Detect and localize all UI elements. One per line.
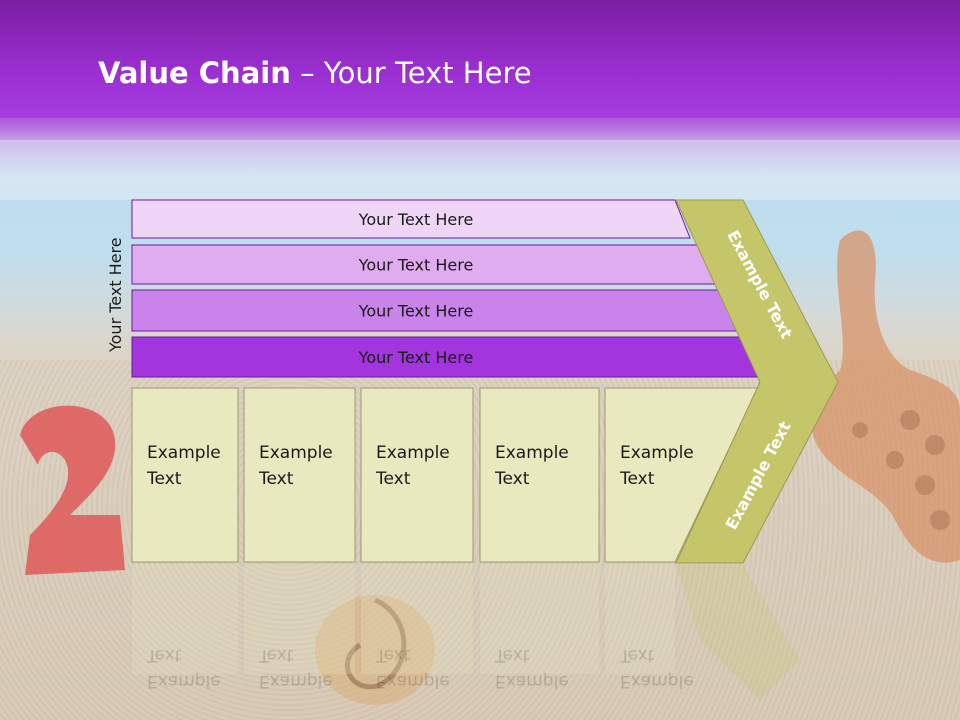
column-5 xyxy=(604,387,759,563)
bar-1 xyxy=(131,199,691,239)
chevron-arrow xyxy=(675,199,839,564)
seashell-decoration xyxy=(315,595,435,705)
column-4 xyxy=(479,387,600,563)
slide-title-rest: – Your Text Here xyxy=(290,56,532,90)
starfish-decoration xyxy=(811,230,960,563)
bar-2-label: Your Text Here xyxy=(358,256,474,275)
column-2 xyxy=(243,387,356,563)
column-5-reflection xyxy=(605,564,675,674)
bar-1-label: Your Text Here xyxy=(358,210,474,229)
column-1-reflection xyxy=(132,564,238,674)
bar-4-label: Your Text Here xyxy=(358,348,474,367)
bar-3-label: Your Text Here xyxy=(358,302,474,321)
column-3-reflection xyxy=(361,564,473,674)
slide-title-bold: Value Chain xyxy=(98,56,291,90)
column-1-reflection-label: ExampleText xyxy=(146,645,221,691)
column-3-reflection-label: ExampleText xyxy=(375,645,450,691)
column-4-reflection xyxy=(480,564,599,674)
chevron-reflection xyxy=(676,565,800,700)
column-4-reflection-label: ExampleText xyxy=(494,645,569,691)
column-2-reflection xyxy=(244,564,355,674)
side-label: Your Text Here xyxy=(106,237,125,352)
header-fade xyxy=(0,118,960,178)
slide-title: Value Chain – Your Text Here xyxy=(98,56,532,90)
column-5-reflection-label: ExampleText xyxy=(619,645,694,691)
red-number-decoration xyxy=(20,405,125,575)
column-3 xyxy=(360,387,474,563)
header-band xyxy=(0,0,960,140)
column-2-reflection-label: ExampleText xyxy=(258,645,333,691)
column-1 xyxy=(131,387,239,563)
